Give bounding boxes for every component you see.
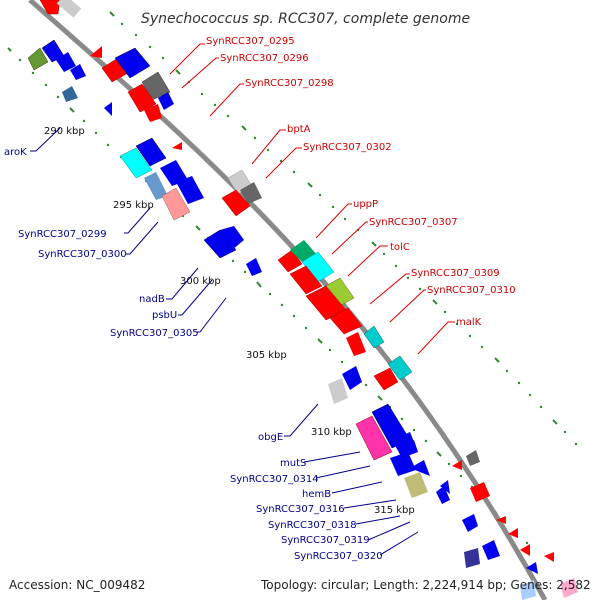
- reverse-labels: aroK SynRCC307_0299 SynRCC307_0300 nadB …: [4, 147, 383, 562]
- topology-label: Topology: circular; Length: 2,224,914 bp…: [261, 578, 591, 592]
- kbp-tick-labels: 290 kbp 295 kbp 300 kbp 305 kbp 310 kbp …: [44, 126, 415, 516]
- label-synrcc307-0314: SynRCC307_0314: [230, 474, 319, 485]
- label-synrcc307-0310: SynRCC307_0310: [427, 285, 516, 296]
- label-arok: aroK: [4, 147, 27, 158]
- forward-labels: SynRCC307_0295 SynRCC307_0296 SynRCC307_…: [206, 36, 516, 328]
- label-synrcc307-0320: SynRCC307_0320: [294, 551, 383, 562]
- label-obge: obgE: [258, 432, 283, 443]
- label-uppp: uppP: [353, 199, 378, 210]
- label-malk: malK: [456, 317, 482, 328]
- label-psbu: psbU: [152, 310, 177, 321]
- tick-ring-outer: [7, 11, 558, 515]
- label-synrcc307-0298: SynRCC307_0298: [245, 78, 334, 89]
- label-synrcc307-0318: SynRCC307_0318: [268, 520, 357, 531]
- label-synrcc307-0296: SynRCC307_0296: [220, 53, 309, 64]
- label-synrcc307-0300: SynRCC307_0300: [38, 249, 127, 260]
- genome-backbone: [28, 0, 548, 600]
- forward-features: [39, 0, 578, 600]
- label-bpta: bptA: [287, 124, 311, 135]
- label-muts: mutS: [280, 458, 306, 469]
- label-synrcc307-0319: SynRCC307_0319: [281, 535, 370, 546]
- kbp-tick-305: 305 kbp: [246, 350, 287, 361]
- kbp-tick-295: 295 kbp: [113, 200, 154, 211]
- label-synrcc307-0295: SynRCC307_0295: [206, 36, 295, 47]
- map-title: Synechococcus sp. RCC307, complete genom…: [141, 11, 470, 27]
- label-synrcc307-0309: SynRCC307_0309: [411, 268, 500, 279]
- label-hemb: hemB: [302, 489, 331, 500]
- label-synrcc307-0305: SynRCC307_0305: [110, 328, 199, 339]
- label-synrcc307-0316: SynRCC307_0316: [256, 504, 345, 515]
- forward-leader-lines: [169, 43, 455, 355]
- kbp-tick-300: 300 kbp: [180, 276, 221, 287]
- label-synrcc307-0307: SynRCC307_0307: [369, 217, 458, 228]
- kbp-tick-290: 290 kbp: [44, 126, 85, 137]
- label-tolc: tolC: [390, 242, 410, 253]
- label-synrcc307-0302: SynRCC307_0302: [303, 142, 392, 153]
- reverse-leader-lines: [30, 127, 419, 556]
- accession-label: Accession: NC_009482: [9, 578, 146, 592]
- kbp-tick-315: 315 kbp: [374, 505, 415, 516]
- kbp-tick-310: 310 kbp: [311, 427, 352, 438]
- label-synrcc307-0299: SynRCC307_0299: [18, 229, 107, 240]
- label-nadb: nadB: [139, 294, 165, 305]
- reverse-features: [27, 39, 262, 276]
